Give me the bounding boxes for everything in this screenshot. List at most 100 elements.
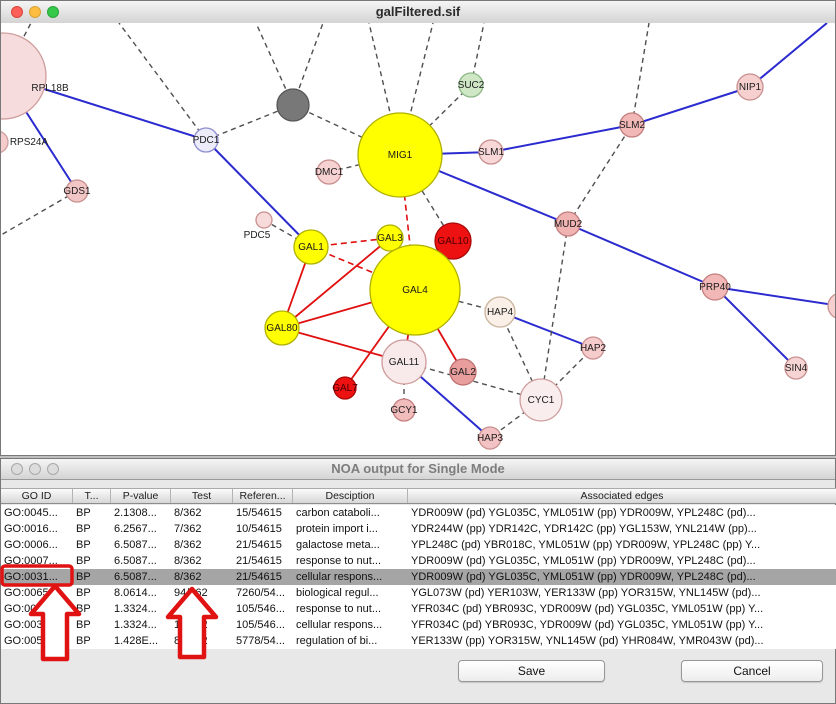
- zoom-button[interactable]: [47, 6, 59, 18]
- node-gcy1[interactable]: [392, 398, 416, 422]
- node-hap3[interactable]: [478, 426, 502, 450]
- node-label-gal7: GAL7: [332, 383, 358, 394]
- node-mig1[interactable]: [357, 112, 443, 198]
- node-gal1[interactable]: [293, 229, 329, 265]
- node-prp40[interactable]: [701, 273, 729, 301]
- node-label-mud2: MUD2: [554, 219, 583, 230]
- minimize-button[interactable]: [29, 6, 41, 18]
- table-cell: 6.2567...: [114, 523, 157, 535]
- node-rpl18b[interactable]: [1, 32, 47, 120]
- node-label-slm1: SLM1: [478, 147, 505, 158]
- table-cell: 21/54615: [236, 571, 282, 583]
- minimize-button-inactive[interactable]: [29, 463, 41, 475]
- node-gal3[interactable]: [376, 224, 404, 252]
- column-header-p-value[interactable]: P-value: [111, 489, 171, 503]
- edge-slm2-nip1: [631, 86, 751, 126]
- table-cell: 21/54615: [236, 539, 282, 551]
- table-cell: response to nut...: [296, 603, 381, 615]
- node-slm2[interactable]: [619, 112, 645, 138]
- table-cell: 6.5087...: [114, 539, 157, 551]
- node-edge-node[interactable]: [827, 293, 835, 319]
- edge-gray-node-pt: [255, 23, 294, 106]
- table-cell: YFR034C (pd) YBR093C, YDR009W (pd) YGL03…: [411, 603, 764, 615]
- node-gal7[interactable]: [333, 376, 357, 400]
- edge-pdc1-gray-node: [205, 104, 294, 141]
- table-cell: BP: [76, 507, 91, 519]
- node-label-gal10: GAL10: [437, 236, 469, 247]
- column-header-referen-[interactable]: Referen...: [233, 489, 293, 503]
- table-cell: YPL248C (pd) YBR018C, YML051W (pp) YDR00…: [411, 539, 761, 551]
- node-label-hap3: HAP3: [477, 433, 504, 444]
- node-gal10[interactable]: [434, 222, 472, 260]
- node-label-rpl18b: RPL18B: [31, 83, 69, 94]
- node-hap4[interactable]: [484, 296, 516, 328]
- edge-hap4-cyc1: [499, 311, 542, 401]
- noa-window-title: NOA output for Single Mode: [331, 461, 505, 476]
- table-cell: 8.0614...: [114, 587, 157, 599]
- node-hap2[interactable]: [581, 336, 605, 360]
- node-label-hap4: HAP4: [487, 307, 514, 318]
- node-suc2[interactable]: [458, 72, 484, 98]
- node-slm1[interactable]: [478, 139, 504, 165]
- node-rps24a[interactable]: [1, 131, 9, 153]
- node-label-pdc5: PDC5: [244, 230, 271, 241]
- node-pdc1[interactable]: [193, 127, 219, 153]
- column-header-associated-edges[interactable]: Associated edges: [408, 489, 836, 503]
- table-cell: cellular respons...: [296, 619, 383, 631]
- table-cell: YGL073W (pd) YER103W, YER133W (pp) YOR31…: [411, 587, 761, 599]
- node-gal2[interactable]: [449, 358, 477, 386]
- node-gal4[interactable]: [369, 244, 461, 336]
- table-cell: response to nut...: [296, 555, 381, 567]
- table-cell: BP: [76, 635, 91, 647]
- zoom-button-inactive[interactable]: [47, 463, 59, 475]
- edge-mud2-prp40: [567, 223, 716, 288]
- table-cell: protein import i...: [296, 523, 378, 535]
- table-cell: 2.1308...: [114, 507, 157, 519]
- node-cyc1[interactable]: [519, 378, 563, 422]
- node-label-gal4: GAL4: [402, 285, 428, 296]
- edge-slm2-pt: [631, 23, 650, 126]
- save-button[interactable]: Save: [458, 660, 605, 682]
- node-pdc5[interactable]: [255, 211, 273, 229]
- close-button-inactive[interactable]: [11, 463, 23, 475]
- noa-titlebar: NOA output for Single Mode: [1, 459, 835, 480]
- node-label-suc2: SUC2: [458, 80, 485, 91]
- node-gal11[interactable]: [381, 339, 427, 385]
- node-dmc1[interactable]: [316, 159, 342, 185]
- cancel-button[interactable]: Cancel: [681, 660, 823, 682]
- table-cell: YDR009W (pd) YGL035C, YML051W (pp) YDR00…: [411, 571, 756, 583]
- node-nip1[interactable]: [736, 73, 764, 101]
- node-label-gds1: GDS1: [63, 186, 91, 197]
- node-sin4[interactable]: [784, 356, 808, 380]
- column-header-t-[interactable]: T...: [73, 489, 111, 503]
- table-cell: BP: [76, 555, 91, 567]
- node-mud2[interactable]: [555, 211, 581, 237]
- table-cell: YER133W (pp) YOR315W, YNL145W (pd) YHR08…: [411, 635, 764, 647]
- column-header-go-id[interactable]: GO ID: [1, 489, 73, 503]
- node-label-nip1: NIP1: [739, 82, 762, 93]
- node-gray-node[interactable]: [276, 88, 310, 122]
- table-cell: 105/546...: [236, 603, 285, 615]
- table-cell: galactose meta...: [296, 539, 380, 551]
- edge-gray-node-mig1: [292, 104, 401, 156]
- column-header-test[interactable]: Test: [171, 489, 233, 503]
- node-gal80[interactable]: [264, 310, 300, 346]
- network-window-title: galFiltered.sif: [375, 4, 461, 19]
- table-cell: 105/546...: [236, 619, 285, 631]
- close-button[interactable]: [11, 6, 23, 18]
- edge-hap4-hap2: [499, 311, 594, 349]
- node-label-gal1: GAL1: [298, 242, 324, 253]
- column-header-desciption[interactable]: Desciption: [293, 489, 408, 503]
- node-gds1[interactable]: [65, 179, 89, 203]
- table-cell: YDR009W (pd) YGL035C, YML051W (pp) YDR00…: [411, 507, 756, 519]
